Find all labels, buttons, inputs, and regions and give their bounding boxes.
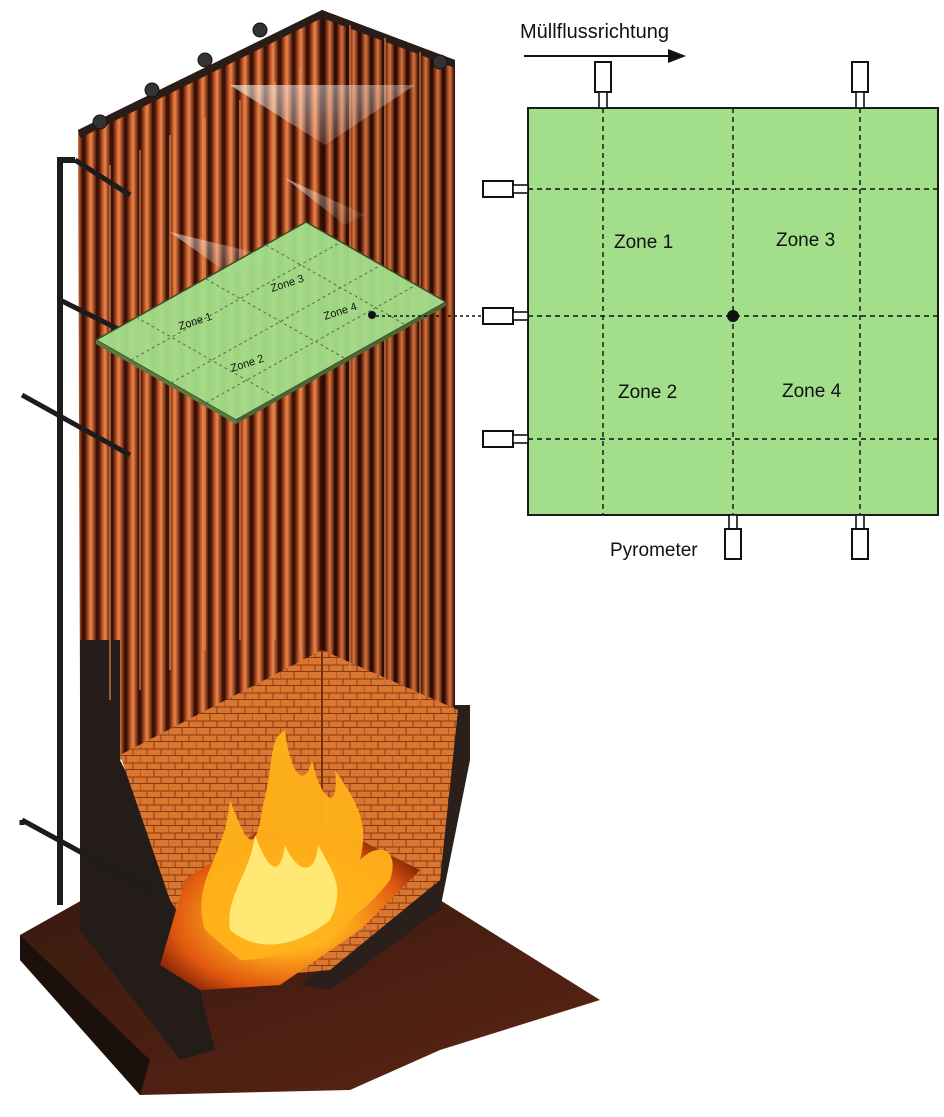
zone-grid-diagram: Müllflussrichtung Zone 1 Zone 3 Zone 2 Z… xyxy=(482,21,939,561)
furnace-illustration: Zone 1 Zone 3 Zone 2 Zone 4 xyxy=(19,10,600,1095)
flow-direction-label: Müllflussrichtung xyxy=(520,21,669,43)
furnace-shell xyxy=(80,640,215,1060)
zone-4-label: Zone 4 xyxy=(782,381,842,402)
flames xyxy=(201,730,393,960)
external-pipes xyxy=(19,157,152,905)
zone-3-label: Zone 3 xyxy=(776,230,835,251)
pyrometer-left-2 xyxy=(482,307,529,325)
pyrometer-bottom-2 xyxy=(851,514,869,560)
flow-arrow xyxy=(524,49,686,63)
pyrometer-left-3 xyxy=(482,430,529,448)
top-nozzles xyxy=(92,22,448,130)
pyrometer-left-1 xyxy=(482,180,529,198)
zone-1-label: Zone 1 xyxy=(614,232,673,253)
furnace-measurement-plane: Zone 1 Zone 3 Zone 2 Zone 4 xyxy=(94,221,448,424)
pyrometer-label: Pyrometer xyxy=(610,540,698,561)
pyrometer-top-1 xyxy=(594,61,612,109)
pyrometer-top-2 xyxy=(851,61,869,109)
zone-2-label: Zone 2 xyxy=(618,382,677,403)
center-point xyxy=(727,310,739,322)
pyrometer-bottom-1 xyxy=(724,514,742,560)
tube-wall-right xyxy=(322,10,455,710)
